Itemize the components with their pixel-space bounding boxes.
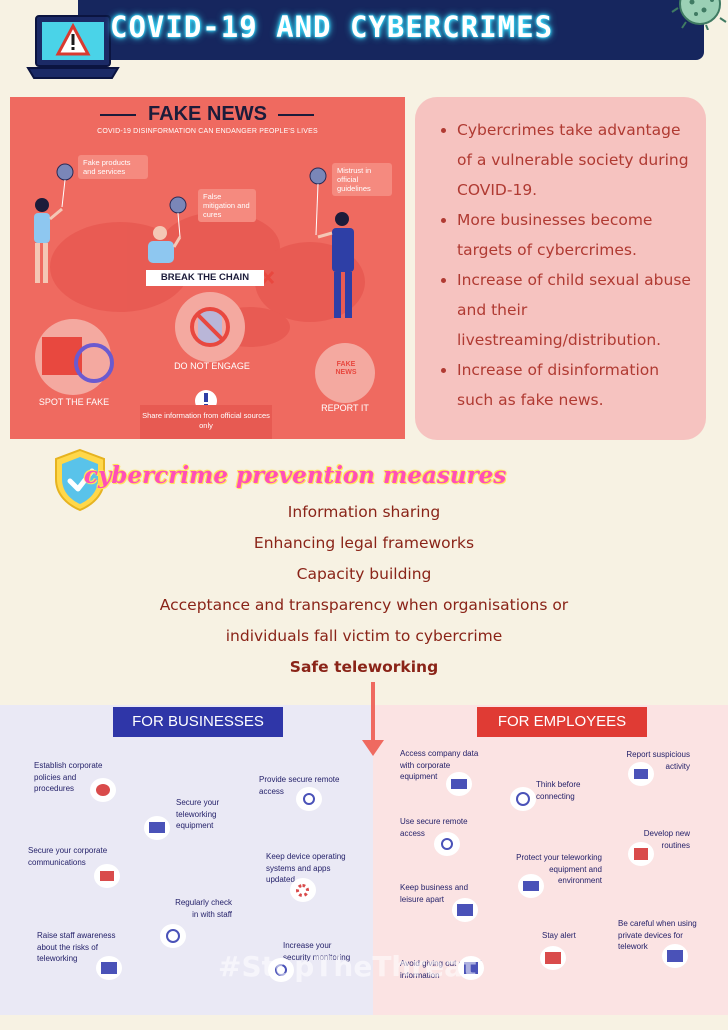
cybercrime-facts-panel: Cybercrimes take advantage of a vulnerab… (415, 97, 706, 440)
fake-products-box: Fake products and services (78, 155, 148, 179)
title-rule-right (278, 114, 314, 116)
employee-tip: Protect your teleworking equipment and e… (516, 853, 602, 885)
employee-tip: Use secure remote access (400, 817, 468, 838)
prevention-item: Information sharing (287, 503, 441, 521)
fake-news-illustration (34, 163, 375, 412)
confidential-info-icon (458, 956, 484, 980)
business-tip: Establish corporate policies and procedu… (34, 761, 103, 793)
secure-access-icon (434, 832, 460, 856)
page-title: COVID-19 AND CYBERCRIMES (110, 10, 554, 44)
prevention-item: Enhancing legal frameworks (253, 534, 475, 552)
remote-access-icon (296, 787, 322, 811)
employee-tip: Think before connecting (536, 780, 581, 801)
business-leisure-icon (452, 898, 478, 922)
employee-tip: Stay alert (542, 931, 576, 940)
fact-item: Increase of child sexual abuse and their… (441, 265, 691, 355)
mistrust-box: Mistrust in official guidelines (332, 163, 392, 196)
prevention-item: Capacity building (296, 565, 432, 583)
business-tip: Secure your teleworking equipment (176, 798, 220, 830)
laptop-warning-icon (26, 15, 120, 79)
fake-news-badge: FAKE NEWS (335, 361, 357, 376)
fact-item: Increase of disinformation such as fake … (441, 355, 691, 415)
business-tip: Provide secure remote access (259, 775, 340, 796)
employee-tip: Be careful when using private devices fo… (618, 919, 697, 951)
policy-icon (90, 778, 116, 802)
corporate-laptop-icon (446, 772, 472, 796)
staff-check-in-icon (160, 924, 186, 948)
prevention-item: individuals fall victim to cybercrime (225, 627, 503, 645)
for-businesses-label: FOR BUSINESSES (113, 707, 283, 737)
teleworking-equipment-icon (144, 816, 170, 840)
awareness-screen-icon (96, 956, 122, 980)
employee-tip: Access company data with corporate equip… (400, 749, 479, 781)
virus-icon (671, 0, 727, 30)
fact-item: Cybercrimes take advantage of a vulnerab… (441, 115, 691, 205)
break-the-chain-banner: BREAK THE CHAIN (146, 270, 264, 286)
business-tip: Increase your security monitoring (283, 941, 351, 962)
prevention-title: cybercrime prevention measures (84, 462, 507, 489)
business-tip: Raise staff awareness about the risks of… (37, 931, 116, 963)
employee-tip: Avoid giving out crucial information (400, 959, 482, 980)
shield-check-icon (55, 448, 105, 512)
megaphone-icon (628, 762, 654, 786)
alert-screen-icon (540, 946, 566, 970)
fake-news-subtitle: COVID-19 DISINFORMATION CAN ENDANGER PEO… (97, 128, 318, 135)
do-not-engage-label: DO NOT ENGAGE (174, 361, 250, 371)
share-info-banner: Share information from official sources … (140, 405, 272, 439)
business-tip: Secure your corporate communications (28, 846, 108, 867)
for-employees-label: FOR EMPLOYEES (477, 707, 647, 737)
business-tip: Keep device operating systems and apps u… (266, 852, 346, 884)
fake-news-infographic: FAKE NEWS COVID-19 DISINFORMATION CAN EN… (10, 97, 405, 439)
globe-network-icon (510, 787, 536, 811)
business-tip: Regularly check in with staff (175, 898, 232, 919)
businesses-panel (0, 705, 373, 1015)
employee-tip: Keep business and leisure apart (400, 883, 469, 904)
prevention-item-highlight: Safe teleworking (289, 658, 439, 676)
fake-news-title: FAKE NEWS (148, 103, 267, 125)
employee-tip: Develop new routines (643, 829, 690, 850)
fact-item: More businesses become targets of cyberc… (441, 205, 691, 265)
header-banner (78, 0, 704, 60)
private-device-icon (662, 944, 688, 968)
routines-icon (628, 842, 654, 866)
title-rule-left (100, 114, 136, 116)
security-monitoring-icon (268, 958, 294, 982)
work-environment-icon (518, 874, 544, 898)
prevention-list: Information sharing Enhancing legal fram… (0, 497, 728, 683)
spot-the-fake-label: SPOT THE FAKE (38, 397, 110, 407)
down-arrow-icon (362, 740, 384, 756)
update-gears-icon (290, 878, 316, 902)
report-it-label: REPORT IT (321, 403, 369, 413)
prevention-item: Acceptance and transparency when organis… (159, 596, 569, 614)
arrow-stem (371, 682, 375, 742)
hashtag-watermark: #StopTheThreat (218, 950, 477, 983)
communications-icon (94, 864, 120, 888)
employee-tip: Report suspicious activity (626, 750, 690, 771)
false-mitigation-box: False mitigation and cures (198, 189, 256, 222)
